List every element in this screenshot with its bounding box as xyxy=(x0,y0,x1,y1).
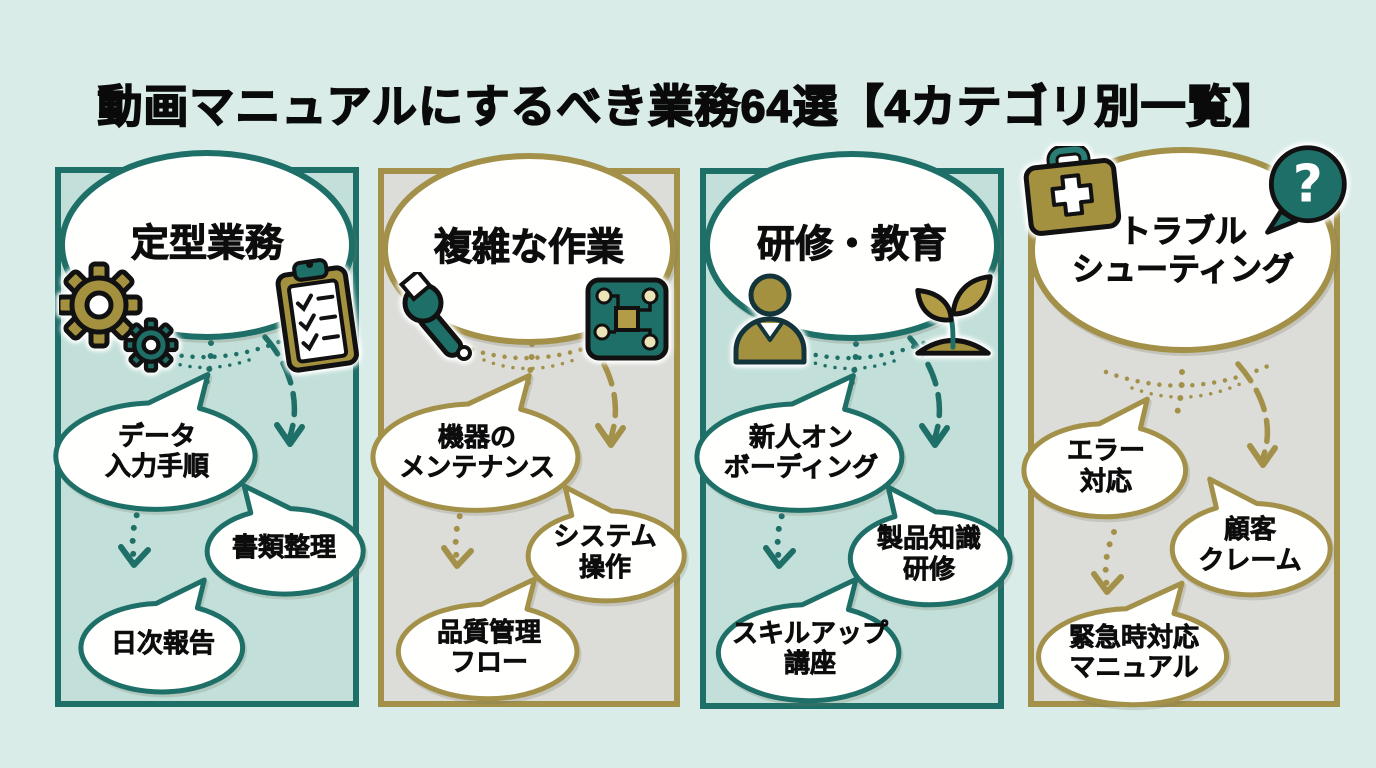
category-panel-troubleshooting: トラブル シューティング ? エラー 対応 顧客 クレーム 緊急時対応 マニ xyxy=(1028,145,1347,708)
category-title: 定型業務 xyxy=(130,223,283,266)
task-bubble: 新人オン ボーディング xyxy=(692,372,910,514)
svg-text:?: ? xyxy=(1293,155,1323,215)
task-label: 緊急時対応 マニュアル xyxy=(1068,621,1200,683)
person-icon xyxy=(733,273,807,365)
task-bubble: エラー 対応 xyxy=(1020,396,1192,520)
task-bubble: 品質管理 フロー xyxy=(394,576,584,702)
task-label: 顧客 クレーム xyxy=(1198,514,1302,575)
task-bubble: 製品知識 研修 xyxy=(844,484,1014,608)
category-title: トラブル シューティング xyxy=(1071,212,1295,287)
task-bubble: 日次報告 xyxy=(77,577,249,695)
task-bubble: スキルアップ 講座 xyxy=(714,576,906,704)
connector-arrows xyxy=(1091,361,1278,595)
task-bubble: システム 操作 xyxy=(522,484,688,604)
task-bubble: 緊急時対応 マニュアル xyxy=(1034,580,1234,708)
task-label: スキルアップ 講座 xyxy=(731,617,889,679)
task-label: 品質管理 フロー xyxy=(436,616,542,678)
category-panel-complex-work: 複雑な作業 機器の メンテナンス システム 操作 品質管理 フ xyxy=(378,153,680,707)
task-label: 日次報告 xyxy=(110,628,216,659)
task-label: エラー 対応 xyxy=(1066,435,1146,497)
wrench-icon xyxy=(398,272,472,361)
task-bubble: データ 入力手順 xyxy=(51,371,263,513)
task-bubble: 顧客 クレーム xyxy=(1166,476,1334,598)
connector-arrows xyxy=(763,335,950,569)
task-bubble: 書類整理 xyxy=(201,483,367,597)
first-aid-kit-icon xyxy=(1023,146,1122,236)
task-label: 新人オン ボーディング xyxy=(723,421,879,483)
gears-icon xyxy=(59,261,179,373)
task-label: 機器の メンテナンス xyxy=(399,421,555,483)
page-title: 動画マニュアルにするべき業務64選【4カテゴリ別一覧】 xyxy=(97,80,1279,133)
category-title: 研修・教育 xyxy=(756,224,947,267)
circuit-board-icon xyxy=(585,277,669,361)
task-label: データ 入力手順 xyxy=(104,420,210,482)
task-label: システム 操作 xyxy=(553,521,657,582)
question-icon: ? xyxy=(1265,145,1347,235)
sprout-icon xyxy=(915,274,993,356)
task-label: 製品知識 研修 xyxy=(876,523,982,585)
category-panel-routine-tasks: 定型業務 データ 入力手順 xyxy=(55,150,359,707)
task-bubble: 機器の メンテナンス xyxy=(368,372,586,514)
category-panel-training-education: 研修・教育 新人オン ボーディング 製品知識 研修 スキルアップ 講座 xyxy=(700,151,1004,709)
task-label: 書類整理 xyxy=(231,532,337,563)
category-title: 複雑な作業 xyxy=(433,227,624,270)
clipboard-icon xyxy=(275,258,359,373)
